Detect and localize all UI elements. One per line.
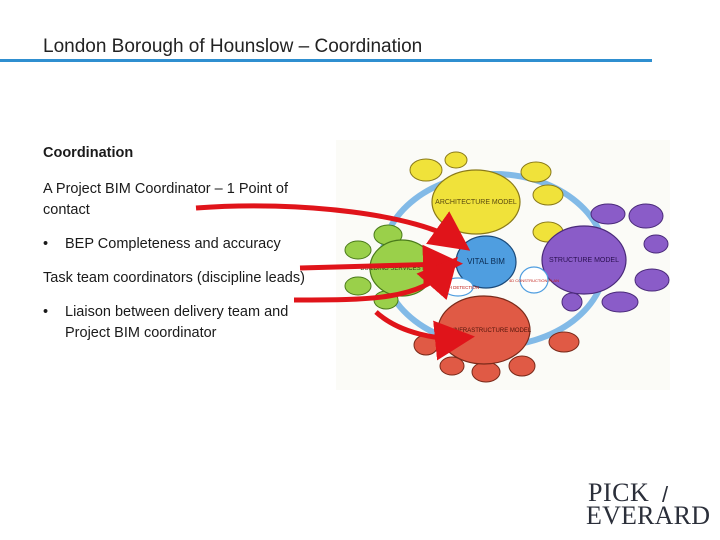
satellite-bubble (634, 268, 670, 292)
satellite-bubble (413, 334, 439, 356)
satellite-bubble (628, 203, 664, 229)
satellite-bubble (601, 291, 639, 313)
satellite-bubble (444, 151, 468, 169)
satellite-bubble (409, 158, 443, 182)
architecture-label: ARCHITECTURE MODEL (435, 199, 517, 206)
building-services-label: BUILDING SERVICES MODEL (360, 266, 444, 272)
logo-line-1: PICK (588, 478, 650, 507)
title-underline (0, 59, 652, 62)
structure-label: STRUCTURE MODEL (549, 257, 619, 264)
satellite-bubble (548, 331, 580, 353)
bullet-marker: • (43, 235, 49, 252)
section-heading: Coordination (43, 145, 134, 161)
satellite-bubble (532, 184, 564, 206)
satellite-bubble (508, 355, 536, 377)
civil-label: CIVIL INFRASTRUCTURE MODEL (437, 328, 532, 334)
task-team-paragraph: Task team coordinators (discipline leads… (43, 270, 305, 287)
vital-bim-label: VITAL BIM (467, 257, 505, 266)
satellite-bubble (590, 203, 626, 225)
bullet-item: • Liaison between delivery team and Proj… (43, 302, 318, 343)
bullet-item: • BEP Completeness and accuracy (43, 234, 318, 254)
structure-model-bubble (541, 225, 627, 295)
satellite-bubble (344, 276, 372, 296)
construction-plan-bubble (519, 266, 549, 294)
bullet-text: BEP Completeness and accuracy (65, 235, 281, 252)
satellite-bubble (520, 161, 552, 183)
satellite-bubble (561, 292, 583, 312)
content-block: Coordination A Project BIM Coordinator –… (43, 143, 318, 357)
bullet-marker: • (43, 304, 49, 321)
coordinator-paragraph: A Project BIM Coordinator – 1 Point of c… (43, 181, 289, 218)
satellite-bubble (471, 361, 501, 383)
pick-everard-logo: PICK / EVERARD (586, 478, 712, 530)
satellite-bubble (643, 234, 669, 254)
logo-line-2: EVERARD (586, 501, 711, 530)
clash-detection-label: CLASH DETECTION (437, 285, 479, 290)
construction-plan-label: 4D CONSTRUCTION PLAN (509, 278, 559, 283)
logo-slash: / (662, 482, 669, 507)
bullet-text: Liaison between delivery team and Projec… (65, 304, 289, 341)
bim-coordination-diagram: ARCHITECTURE MODEL BUILDING SERVICES MOD… (336, 140, 670, 390)
slide-title: London Borough of Hounslow – Coordinatio… (43, 36, 423, 57)
satellite-bubble (344, 240, 372, 260)
